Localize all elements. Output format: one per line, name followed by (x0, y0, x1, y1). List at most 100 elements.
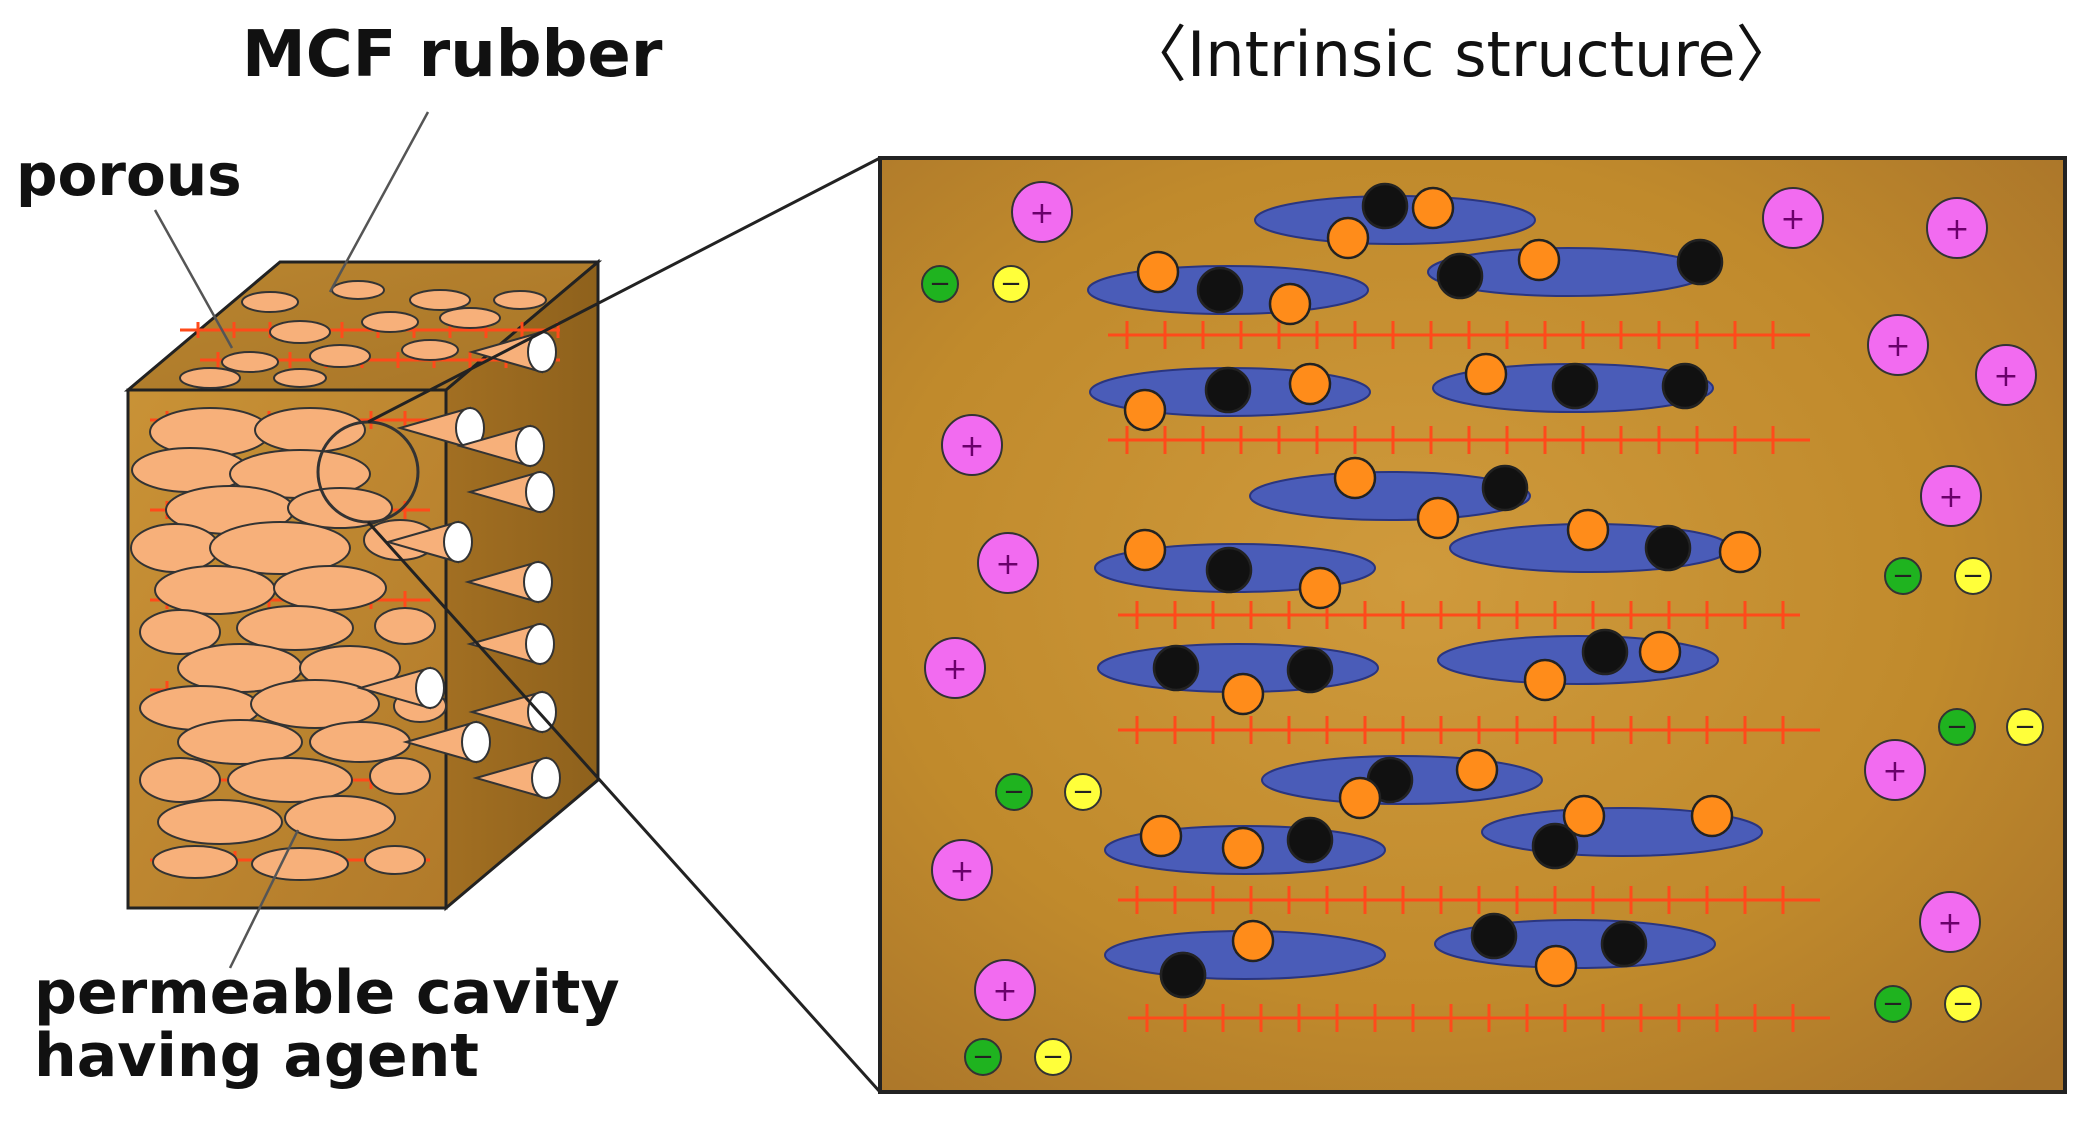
metal-particle (1326, 216, 1370, 260)
anion-circle (995, 773, 1033, 811)
metal-particle (1416, 496, 1460, 540)
zoom-line-bottom (366, 520, 882, 1094)
permeable-cavity (356, 666, 445, 710)
pore-ellipse (273, 368, 327, 388)
anion: − (995, 773, 1033, 811)
metal-particle (1534, 944, 1578, 988)
cation-circle (931, 839, 993, 901)
pore-ellipse (439, 307, 501, 329)
cavity-opening (415, 667, 445, 709)
metal-particle (1288, 362, 1332, 406)
pore-ellipse (331, 280, 385, 300)
anion-circle (1884, 557, 1922, 595)
cation-circle (1867, 314, 1929, 376)
magnetic-fiber (1249, 456, 1531, 540)
magnetic-cluster-fibers (1087, 182, 1763, 999)
anion-circle (964, 1038, 1002, 1076)
label-mcf-rubber: MCF rubber (242, 18, 663, 92)
pore-ellipse (154, 565, 276, 615)
pore-ellipse (284, 795, 396, 841)
anion-circle (1944, 985, 1982, 1023)
leader-porous (153, 209, 234, 349)
permeable-cavity (402, 720, 491, 764)
pore-ellipse (241, 291, 299, 313)
anion-sign: − (1072, 777, 1094, 807)
pore-ellipse (409, 289, 471, 311)
anion: − (1884, 557, 1922, 595)
pore-ellipse (369, 757, 431, 795)
cation-sign: + (1780, 202, 1805, 237)
anion: − (1954, 557, 1992, 595)
pore-ellipse (309, 344, 371, 368)
anion: − (2006, 708, 2044, 746)
leader-cavity (228, 829, 300, 969)
cation-circle (924, 637, 986, 699)
pore-ellipse (361, 311, 419, 333)
metal-particle (1231, 919, 1275, 963)
crosslink-row (1108, 426, 1810, 454)
metal-particle (1221, 826, 1265, 870)
cation-circle (1975, 344, 2037, 406)
cation: + (924, 637, 986, 699)
mcf-rubber-block (123, 258, 603, 912)
anion-sign: − (1962, 561, 1984, 591)
cation-circle (1762, 187, 1824, 249)
pore-ellipse (236, 605, 354, 651)
metal-particle (1123, 528, 1167, 572)
cation-sign: + (1937, 906, 1962, 941)
anion-sign: − (1882, 989, 1904, 1019)
pore-ellipse (251, 847, 349, 881)
zoom-line-top (367, 156, 881, 424)
label-permeable-cavity: permeable cavity having agent (34, 962, 620, 1088)
pore-ellipse (139, 757, 221, 803)
magnetic-particle (1644, 524, 1692, 572)
anion: − (1064, 773, 1102, 811)
cation-circle (941, 414, 1003, 476)
cavity-opening (525, 471, 555, 513)
label-intrinsic-structure: 〈Intrinsic structure〉 (1125, 18, 1798, 91)
cation-sign: + (992, 974, 1017, 1009)
anion-circle (1938, 708, 1976, 746)
magnetic-particle (1361, 182, 1409, 230)
permeable-cavity (384, 520, 473, 564)
pore-ellipse (152, 845, 238, 879)
crosslink-row (1118, 716, 1820, 744)
anion-circle (1954, 557, 1992, 595)
magnetic-particle (1581, 628, 1629, 676)
metal-particle (1718, 530, 1762, 574)
anion-sign: − (2014, 712, 2036, 742)
anion-sign: − (972, 1042, 994, 1072)
permeable-cavity (464, 560, 553, 604)
magnetic-particle (1481, 464, 1529, 512)
pore-ellipse (493, 290, 547, 310)
cavity-opening (523, 561, 553, 603)
magnetic-particle (1204, 366, 1252, 414)
metal-particle (1411, 186, 1455, 230)
magnetic-particle (1205, 546, 1253, 594)
magnetic-particle (1152, 644, 1200, 692)
metal-particle (1139, 814, 1183, 858)
magnetic-fiber (1432, 352, 1714, 413)
anion-sign: − (1000, 269, 1022, 299)
cation-sign: + (1885, 329, 1910, 364)
cation: + (1920, 465, 1982, 527)
metal-particle (1464, 352, 1508, 396)
magnetic-fiber (1104, 919, 1386, 999)
metal-particle (1455, 748, 1499, 792)
metal-particle (1268, 282, 1312, 326)
cation: + (974, 959, 1036, 1021)
cation-sign: + (959, 429, 984, 464)
cavity-opening (515, 425, 545, 467)
crosslink-row (1118, 886, 1820, 914)
pore-ellipse (139, 609, 221, 655)
anion-sign: − (1042, 1042, 1064, 1072)
pore-ellipse (254, 407, 366, 453)
magnetic-fiber (1104, 814, 1386, 875)
metal-particle (1690, 794, 1734, 838)
pore-ellipse (130, 523, 220, 573)
metal-particle (1333, 456, 1377, 500)
pore-ellipse (273, 565, 387, 611)
anion: − (1938, 708, 1976, 746)
magnetic-particle (1470, 912, 1518, 960)
pore-ellipse (287, 487, 393, 529)
